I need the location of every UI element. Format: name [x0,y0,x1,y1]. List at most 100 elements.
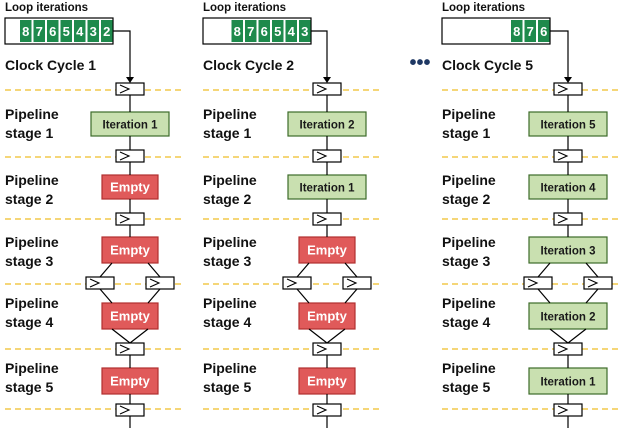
iteration-label: Iteration 1 [103,120,159,132]
pipeline-register [115,342,145,356]
wire [537,262,551,278]
queue-cell-label: 3 [301,24,308,39]
pipeline-register [115,403,145,417]
stage-label: Pipeline [5,106,59,122]
queue-cell [47,20,59,42]
pipeline-register [312,403,342,417]
clock-triangle-icon [557,405,569,415]
clock-triangle-icon [119,344,131,354]
stage-label: Pipeline [5,172,59,188]
clock-cycle-label: Clock Cycle 1 [5,57,96,73]
stage-label: Pipeline [442,360,496,376]
pipeline-register [553,212,583,226]
pipeline-register [115,82,145,96]
stage-label: stage 5 [442,379,490,395]
queue-cell-label: 6 [49,24,56,39]
stage-label: Pipeline [442,234,496,250]
queue-cell [33,20,45,42]
wire [311,30,328,78]
queue-cell [101,20,113,42]
iteration-label: Iteration 5 [541,120,597,132]
stage-label: stage 4 [203,314,251,330]
stage-label: Pipeline [442,295,496,311]
empty-stage-box [101,174,159,200]
wire [99,262,113,278]
stage-label: Pipeline [203,172,257,188]
wire [296,288,310,304]
pipeline-register [312,149,342,163]
clock-triangle-icon [119,405,131,415]
pipeline-register [523,276,553,290]
clock-cycle-label: Clock Cycle 5 [442,57,533,73]
clock-triangle-icon [119,214,131,224]
queue-cell [285,20,297,42]
wire [296,262,310,278]
clock-triangle-icon [557,214,569,224]
wire [129,328,149,344]
wire [344,288,358,304]
queue-cell [245,20,257,42]
stage-label: Pipeline [203,360,257,376]
pipeline-register [115,212,145,226]
clock-triangle-icon [316,405,328,415]
wire [585,262,599,278]
iteration-box [528,302,608,330]
pipeline-register [553,342,583,356]
stage-label: stage 5 [5,379,53,395]
pipeline-register [312,82,342,96]
queue-cell [511,20,523,42]
queue-cell [87,20,99,42]
queue-cell [74,20,86,42]
stage-label: stage 1 [203,125,251,141]
queue-cell-label: 8 [513,24,520,39]
wire [308,328,328,344]
queue-cell-label: 8 [22,24,29,39]
stage-label: stage 2 [203,191,251,207]
stage-label: stage 3 [442,253,490,269]
arrow-head-icon [323,77,331,83]
queue-cell [538,20,550,42]
wire [549,328,569,344]
pipeline-register [282,276,312,290]
empty-stage-box [298,302,356,330]
queue-cell-label: 5 [274,24,281,39]
clock-triangle-icon [316,344,328,354]
queue-cell [299,20,311,42]
iteration-label: Iteration 2 [300,120,355,132]
loop-iterations-label: Loop iterations [203,2,286,14]
iteration-box [90,111,170,137]
iteration-label: Iteration 1 [541,377,597,389]
clock-triangle-icon [316,214,328,224]
pipeline-register [312,342,342,356]
iteration-label: Iteration 2 [541,312,596,324]
queue-cell [258,20,270,42]
queue-cell-label: 6 [261,24,268,39]
iteration-box [528,236,608,264]
stage-label: Pipeline [203,234,257,250]
pipeline-register [312,212,342,226]
queue-cell-label: 2 [103,24,110,39]
queue-cell-label: 6 [540,24,547,39]
stage-label: Pipeline [5,234,59,250]
loop-iterations-label: Loop iterations [442,2,525,14]
wire [344,262,358,278]
loop-iterations-label: Loop iterations [5,2,88,14]
clock-triangle-icon [119,151,131,161]
clock-triangle-icon [149,278,161,288]
queue-cell-label: 7 [247,24,254,39]
empty-label: Empty [307,243,348,258]
iteration-box [287,174,367,200]
stage-label: stage 1 [442,125,490,141]
wire [113,30,131,78]
stage-label: Pipeline [5,295,59,311]
stage-label: stage 2 [442,191,490,207]
wire [567,328,587,344]
clock-triangle-icon [286,278,298,288]
clock-triangle-icon [316,84,328,94]
clock-triangle-icon [119,84,131,94]
wire [147,288,161,304]
pipeline-register [115,149,145,163]
